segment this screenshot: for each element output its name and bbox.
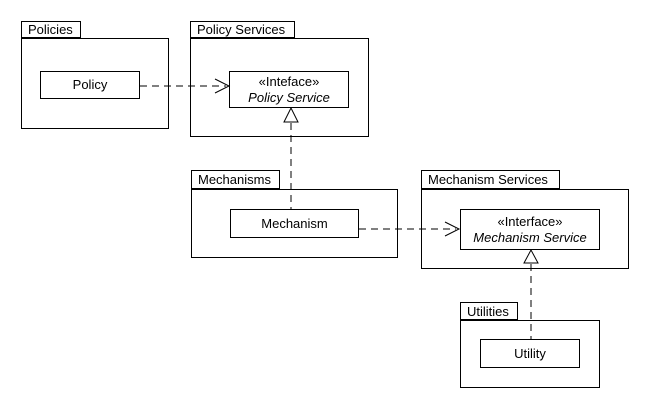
class-mechanism: Mechanism [230,209,359,238]
interface-policy-service-stereotype: «Inteface» [258,73,320,89]
interface-mechanism-service-stereotype: «Interface» [497,213,563,229]
interface-policy-service-name: Policy Service [248,89,330,105]
package-label-policies: Policies [28,22,73,37]
class-policy-name: Policy [72,77,108,92]
class-mechanism-name: Mechanism [261,215,328,231]
class-policy: Policy [40,71,140,99]
package-tab-mechanisms: Mechanisms [191,170,280,189]
package-label-mechanism-services: Mechanism Services [428,172,548,187]
package-tab-policies: Policies [21,21,81,38]
package-tab-mechanism-services: Mechanism Services [421,170,560,189]
package-label-utilities: Utilities [467,303,509,319]
interface-mechanism-service: «Interface» Mechanism Service [460,209,600,250]
package-label-policy-services: Policy Services [197,22,286,37]
package-label-mechanisms: Mechanisms [198,172,271,187]
class-utility-name: Utility [514,345,546,361]
interface-policy-service: «Inteface» Policy Service [229,71,349,108]
package-tab-utilities: Utilities [460,302,518,320]
interface-mechanism-service-name: Mechanism Service [473,229,587,245]
class-utility: Utility [480,339,580,368]
package-tab-policy-services: Policy Services [190,21,295,38]
